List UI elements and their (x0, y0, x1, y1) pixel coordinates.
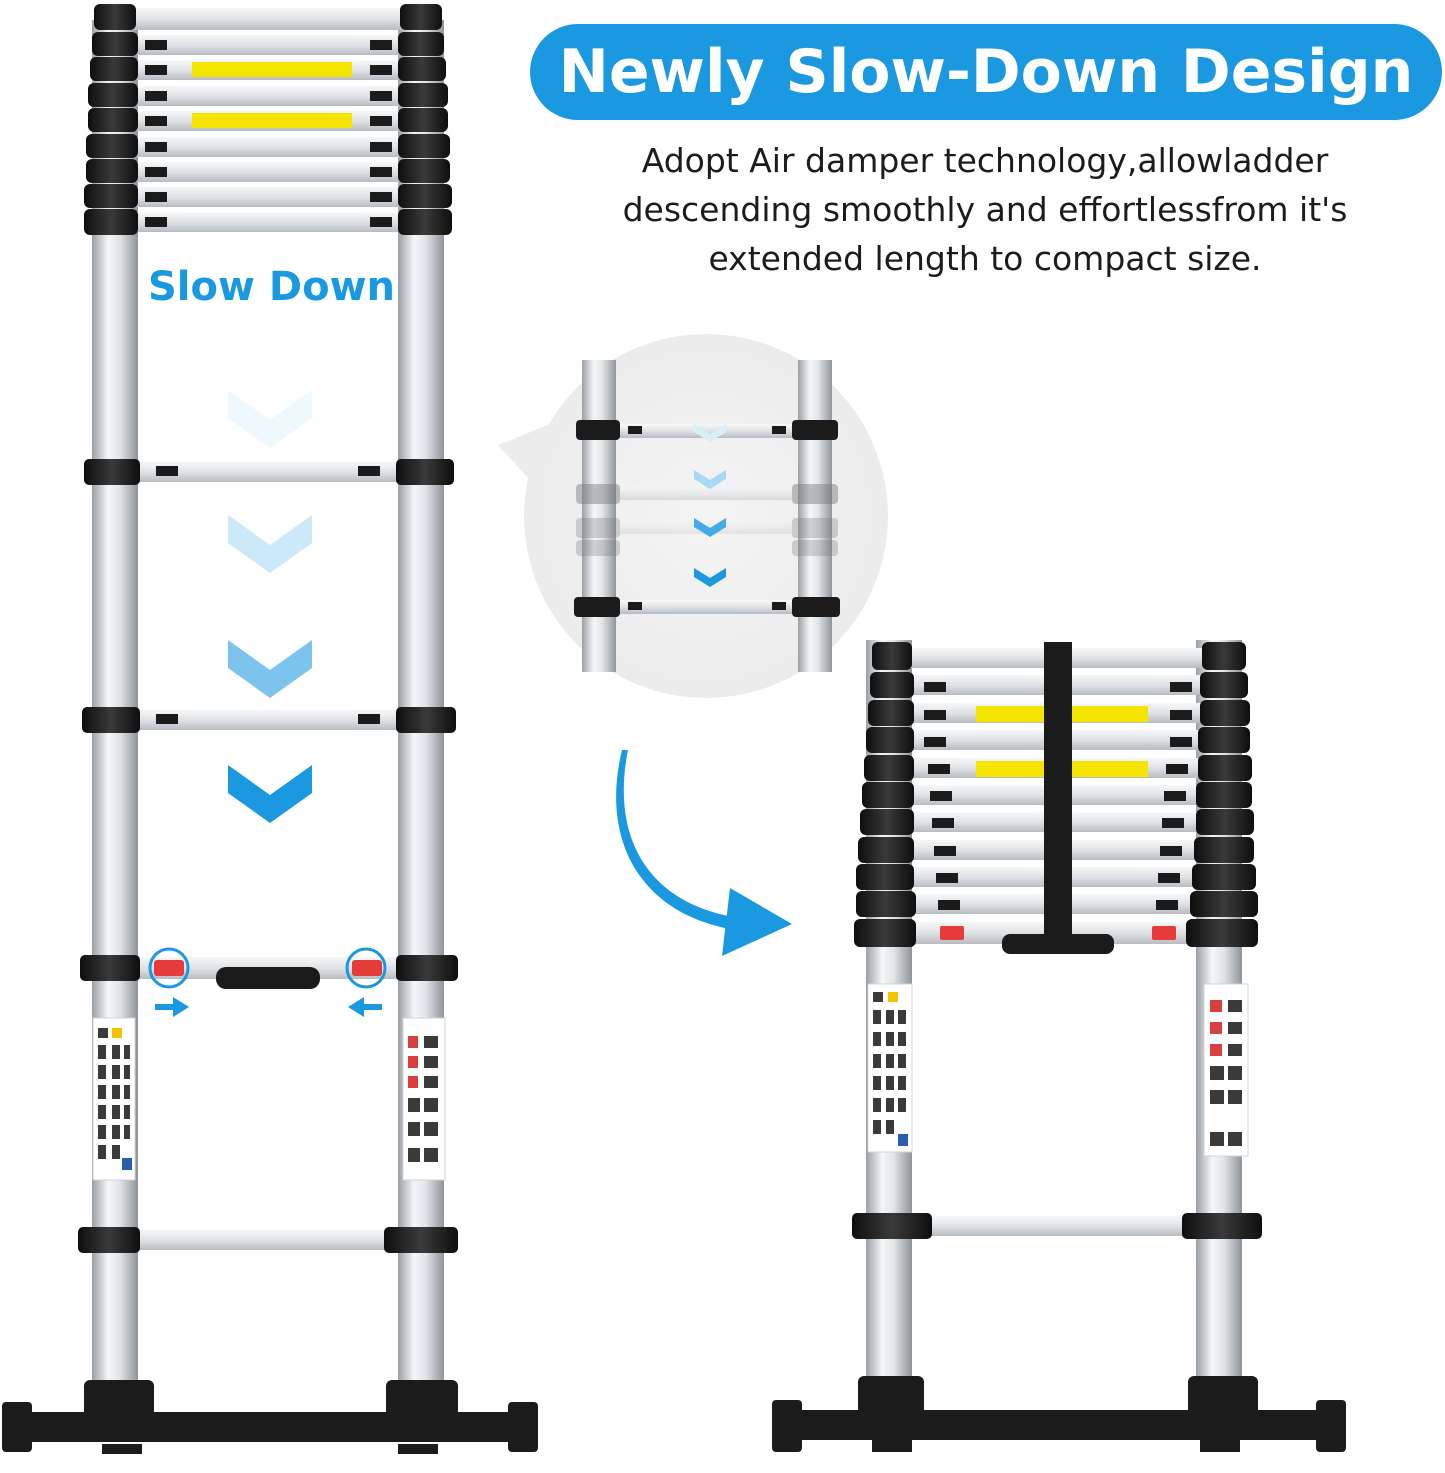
chevron-down-icon (228, 390, 312, 448)
chevron-down-icon (694, 568, 726, 587)
release-button-left (940, 926, 964, 940)
instruction-label (867, 983, 1249, 1157)
ladder-rung (78, 1227, 458, 1253)
chevron-down-icon (694, 470, 726, 489)
chevron-down-icon (694, 424, 726, 442)
curved-arrow-icon (616, 750, 792, 956)
arrow-right-icon (155, 997, 189, 1017)
release-button-right (1152, 926, 1176, 940)
ladder-base (2, 1380, 538, 1454)
headline: Newly Slow-Down Design (558, 37, 1414, 107)
slow-down-label: Slow Down (148, 264, 395, 310)
stacked-top-rungs (84, 4, 452, 235)
handle (1002, 934, 1114, 954)
release-rung (80, 947, 458, 1017)
headline-banner: Newly Slow-Down Design (530, 24, 1442, 120)
chevron-down-icon (694, 518, 726, 537)
release-button-left (154, 960, 184, 976)
handle (216, 967, 320, 989)
release-button-right (352, 960, 382, 976)
down-chevrons (228, 390, 312, 823)
compact-ladder (772, 640, 1346, 1452)
description: Adopt Air damper technology,allowladder … (560, 136, 1410, 283)
arrow-left-icon (348, 997, 382, 1017)
chevron-down-icon (228, 515, 312, 573)
description-line: descending smoothly and effortlessfrom i… (622, 190, 1348, 229)
warning-sticker (192, 62, 352, 77)
zoom-bubble (498, 334, 888, 698)
ladder-rung (84, 459, 454, 485)
chevron-down-icon (228, 765, 312, 823)
extended-ladder (2, 4, 538, 1454)
description-line: Adopt Air damper technology,allowladder (641, 141, 1329, 180)
ladder-base (772, 1376, 1346, 1452)
chevron-down-icon (228, 640, 312, 698)
description-line: extended length to compact size. (708, 239, 1262, 278)
ladder-rung (82, 707, 456, 733)
strap (1044, 642, 1072, 942)
warning-sticker (192, 113, 352, 128)
instruction-label (92, 1017, 446, 1181)
